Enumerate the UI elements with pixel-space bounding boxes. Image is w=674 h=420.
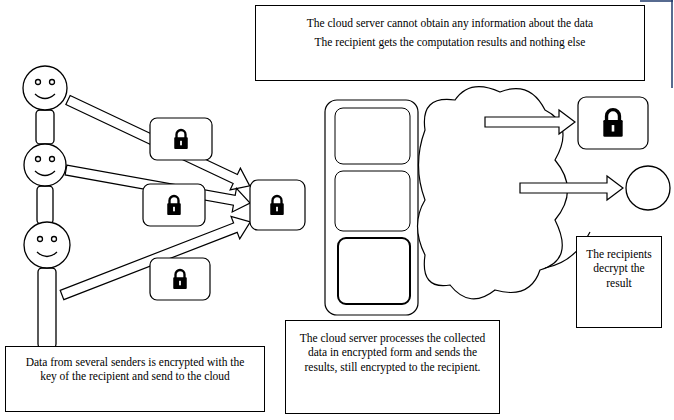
lock-box xyxy=(143,184,205,226)
node-text: The recipients decrypt the result xyxy=(583,247,655,290)
node-text: The cloud server processes the collected… xyxy=(296,331,489,374)
caption-box: The recipients decrypt the result xyxy=(576,236,662,328)
sender-figure xyxy=(24,222,70,348)
caption-box: Data from several senders is encrypted w… xyxy=(5,346,265,412)
block-arrow xyxy=(485,110,575,134)
frame-line xyxy=(671,0,673,88)
block-arrow xyxy=(520,176,623,200)
recipient-figure xyxy=(626,166,670,210)
server-rack xyxy=(325,100,418,315)
lock-box xyxy=(150,258,210,300)
block-arrow xyxy=(63,89,255,197)
caption-box: The cloud server processes the collected… xyxy=(285,320,500,414)
frame-line xyxy=(640,0,673,2)
node-text: Data from several senders is encrypted w… xyxy=(16,355,254,384)
note-box: The cloud server cannot obtain any infor… xyxy=(255,5,645,81)
lock-box xyxy=(250,180,305,230)
lock-box xyxy=(150,118,212,160)
sender-figure xyxy=(24,144,66,224)
lock-box xyxy=(578,97,648,149)
node-text: The recipient gets the computation resul… xyxy=(264,35,636,49)
node-text: The cloud server cannot obtain any infor… xyxy=(264,16,636,30)
sender-figure xyxy=(23,66,67,144)
